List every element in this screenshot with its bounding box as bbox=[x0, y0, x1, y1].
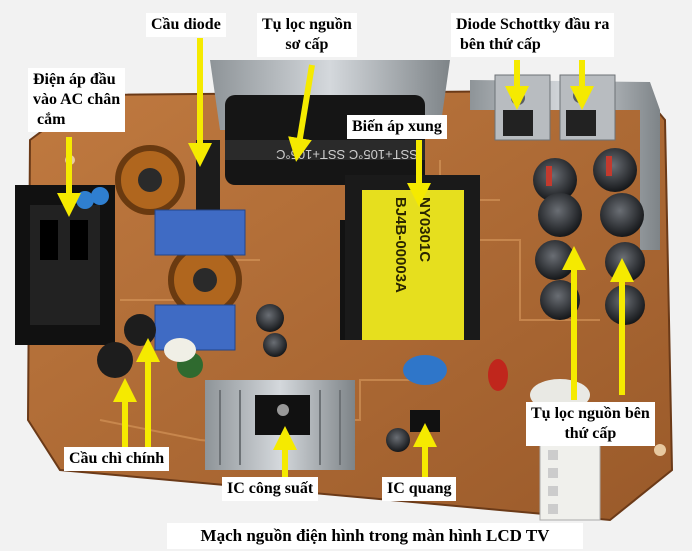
ac-input-socket bbox=[15, 185, 115, 345]
label-schottky-line2: bên thứ cấp bbox=[456, 36, 541, 53]
label-power-ic: IC công suất bbox=[222, 477, 319, 501]
secondary-capacitors bbox=[533, 148, 645, 325]
power-ic-heatsink bbox=[205, 380, 355, 470]
label-ac-input-line3: cắm bbox=[33, 111, 66, 128]
label-opto-ic: IC quang bbox=[382, 477, 457, 501]
label-primary-cap-line2: sơ cấp bbox=[285, 36, 329, 53]
label-ac-input-line2: vào AC chân bbox=[33, 91, 121, 108]
arrow-primary-cap bbox=[288, 64, 315, 162]
opto-ic bbox=[410, 410, 440, 432]
label-primary-cap: Tụ lọc nguồn sơ cấp bbox=[257, 13, 357, 57]
label-ac-input-line1: Điện áp đầu bbox=[33, 71, 116, 88]
transformer-print-2: BJ4B-00003A bbox=[392, 197, 409, 293]
label-schottky: Diode Schottky đầu ra bên thứ cấp bbox=[451, 13, 615, 57]
label-main-fuse: Cầu chì chính bbox=[64, 447, 170, 471]
label-secondary-cap-line2: thứ cấp bbox=[564, 425, 617, 442]
label-secondary-cap: Tụ lọc nguồn bên thứ cấp bbox=[526, 402, 655, 446]
label-primary-cap-line1: Tụ lọc nguồn bbox=[262, 16, 352, 33]
fuse-area bbox=[97, 314, 203, 378]
label-schottky-line1: Diode Schottky đầu ra bbox=[456, 16, 610, 33]
label-diode-bridge: Cầu diode bbox=[146, 13, 226, 37]
figure-caption: Mạch nguồn điện hình trong màn hình LCD … bbox=[167, 523, 583, 549]
label-transformer: Biến áp xung bbox=[347, 115, 447, 139]
primary-filter-capacitor: SST+105°C SST+105°C bbox=[225, 95, 425, 185]
tantalum-cap bbox=[488, 359, 508, 391]
annotation-arrows bbox=[57, 38, 634, 478]
pulse-transformer: NY0301C BJ4B-00003A bbox=[345, 175, 480, 340]
label-ac-input: Điện áp đầu vào AC chân cắm bbox=[28, 68, 126, 132]
toroid-chokes bbox=[115, 145, 242, 317]
label-secondary-cap-line1: Tụ lọc nguồn bên bbox=[531, 405, 650, 422]
transformer-print-1: NY0301C bbox=[416, 197, 433, 262]
y-capacitor bbox=[403, 355, 447, 385]
